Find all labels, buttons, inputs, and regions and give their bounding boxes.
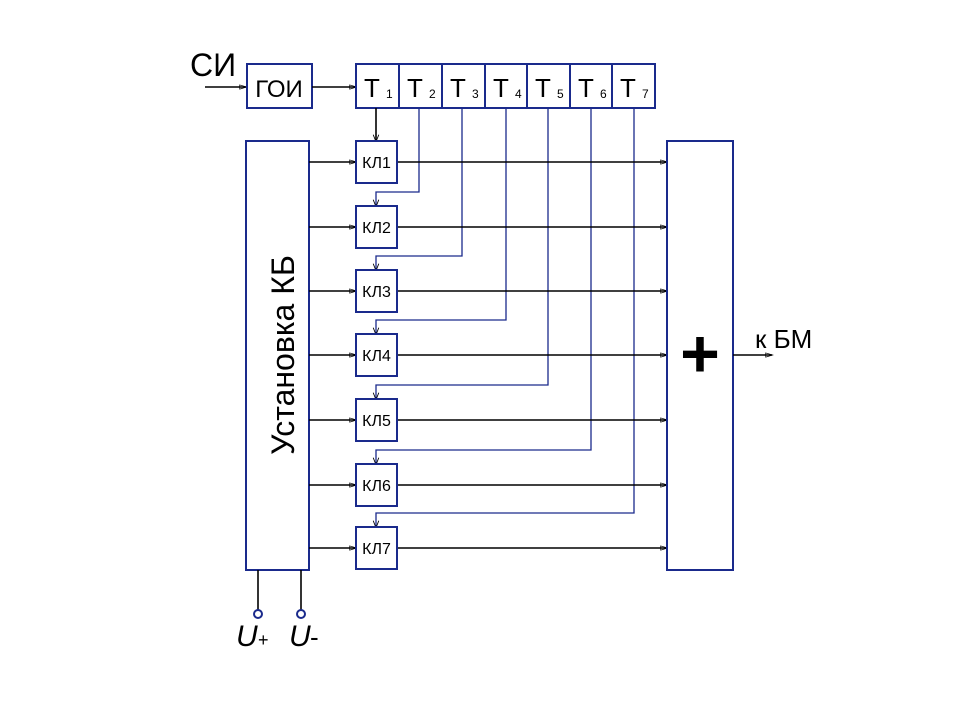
switch-frame <box>355 269 398 313</box>
signal-wires <box>309 108 669 551</box>
switch-frame <box>355 463 398 507</box>
switch-frame <box>355 205 398 249</box>
counter-cell-index: 1 <box>386 87 393 101</box>
switch-kl6: КЛ6 <box>355 463 398 507</box>
switch-label: КЛ2 <box>362 220 391 237</box>
switch-label: КЛ5 <box>362 413 391 430</box>
input-label: СИ <box>190 47 236 83</box>
counter-cell-label: Т <box>364 73 380 103</box>
power-minus-u: U <box>289 620 311 653</box>
control-wire-t5 <box>372 108 549 401</box>
counter-cell-index: 7 <box>642 87 649 101</box>
power-plus-u: U <box>236 620 258 653</box>
switch-label: КЛ4 <box>362 348 391 365</box>
switch-frame <box>355 526 398 570</box>
switch-kl1: КЛ1 <box>355 140 398 184</box>
counter-cell-label: Т <box>578 73 594 103</box>
counter-cell-frame <box>398 63 443 109</box>
power-plus-terminal <box>253 609 263 619</box>
switch-kl4: КЛ4 <box>355 333 398 377</box>
switch-label: КЛ7 <box>362 541 391 558</box>
switch-kl5: КЛ5 <box>355 398 398 442</box>
control-wire-t3 <box>372 108 463 272</box>
counter-cell-index: 4 <box>515 87 522 101</box>
counter-cell-index: 6 <box>600 87 607 101</box>
installation-block <box>245 140 310 571</box>
output-label: к БМ <box>755 324 812 354</box>
counter-cell-index: 2 <box>429 87 436 101</box>
counter-cell-frame <box>526 63 571 109</box>
switch-label: КЛ6 <box>362 478 391 495</box>
switch-kl2: КЛ2 <box>355 205 398 249</box>
generator-label: ГОИ <box>255 76 303 103</box>
power-minus-sign: - <box>310 622 319 652</box>
counter-cell-label: Т <box>535 73 551 103</box>
switch-kl3: КЛ3 <box>355 269 398 313</box>
generator-block <box>246 63 313 109</box>
switch-frame <box>355 140 398 184</box>
installation-label: Установка КБ <box>265 255 301 455</box>
adder-symbol: + <box>680 316 720 392</box>
adder-block <box>666 140 734 571</box>
power-plus-sign: + <box>258 630 269 650</box>
switch-kl7: КЛ7 <box>355 526 398 570</box>
counter-cell-label: Т <box>493 73 509 103</box>
control-wire-t7 <box>372 108 635 529</box>
counter-cell-index: 3 <box>472 87 479 101</box>
switch-label: КЛ3 <box>362 284 391 301</box>
counter-cell-label: Т <box>407 73 423 103</box>
switch-frame <box>355 333 398 377</box>
counter-cell-frame <box>569 63 613 109</box>
counter-cell-label: Т <box>450 73 466 103</box>
counter-cell-frame <box>441 63 486 109</box>
power-minus-terminal <box>296 609 306 619</box>
control-wire-t4 <box>372 108 507 336</box>
control-wire-t2 <box>372 108 420 208</box>
switch-label: КЛ1 <box>362 155 391 172</box>
control-wire-t6 <box>372 108 592 466</box>
switch-frame <box>355 398 398 442</box>
counter-cell-label: Т <box>620 73 636 103</box>
counter-cell-index: 5 <box>557 87 564 101</box>
